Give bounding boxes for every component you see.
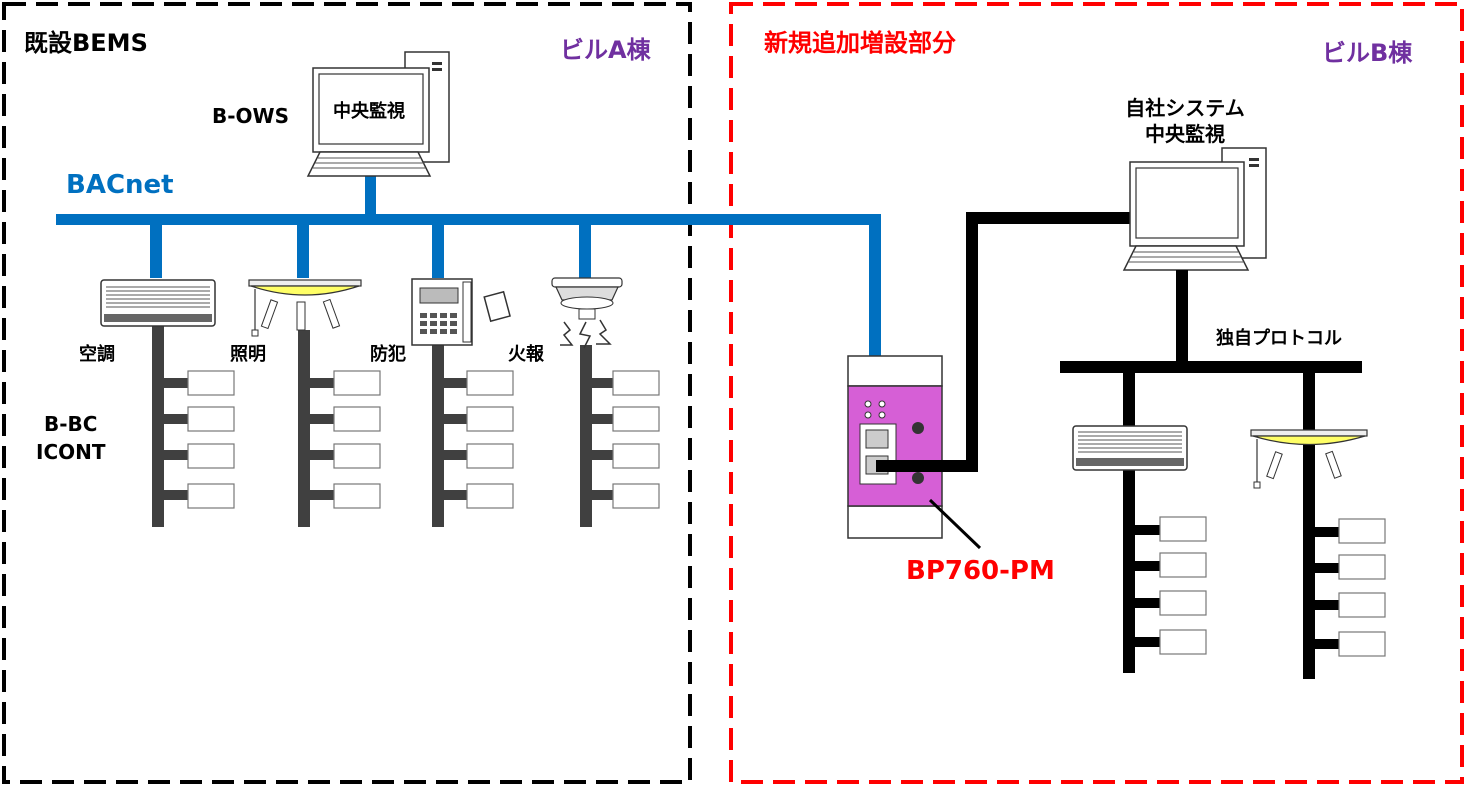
security-reader-icon (411, 278, 511, 346)
existing-area-border (2, 2, 692, 784)
controller-label-line1: B-BC (44, 412, 98, 436)
gateway-device-icon (847, 355, 982, 550)
proprietary-bus (1060, 270, 1362, 679)
new-area-border (729, 2, 1464, 784)
controller-label-line2: ICONT (36, 440, 106, 464)
ceiling-light-icon (248, 279, 362, 337)
building-a-label: ビルA棟 (560, 36, 651, 64)
b-ows-label: B-OWS (212, 104, 290, 128)
proprietary-protocol-label: 独自プロトコル (1216, 328, 1342, 349)
ceiling-light-b-icon (1250, 429, 1368, 489)
existing-io-modules (187, 370, 660, 509)
new-area-title: 新規追加増設部分 (764, 29, 956, 57)
fire-label: 火報 (508, 344, 544, 365)
hvac-label: 空調 (79, 344, 115, 365)
security-label: 防犯 (370, 344, 406, 365)
bacnet-label: BACnet (66, 170, 174, 200)
b-ows-computer-icon (306, 51, 450, 177)
lighting-trunk (298, 330, 336, 527)
system-b-label-line1: 自社システム (1125, 96, 1245, 120)
fire-trunk (580, 345, 618, 527)
existing-area-title: 既設BEMS (24, 29, 148, 57)
hvac-unit-b-icon (1072, 425, 1188, 471)
system-b-computer-icon (1122, 147, 1267, 271)
lighting-label: 照明 (230, 344, 266, 365)
b-ows-screen-text: 中央監視 (333, 101, 405, 122)
system-b-label-line2: 中央監視 (1145, 122, 1225, 146)
hvac-unit-icon (100, 279, 216, 327)
new-io-modules (1159, 516, 1386, 657)
fire-detector-icon (551, 277, 623, 349)
building-b-label: ビルB棟 (1322, 39, 1413, 67)
security-trunk (432, 345, 470, 527)
hvac-trunk (152, 325, 190, 527)
gateway-label: BP760-PM (906, 556, 1055, 586)
gateway-link-line (876, 212, 1134, 472)
